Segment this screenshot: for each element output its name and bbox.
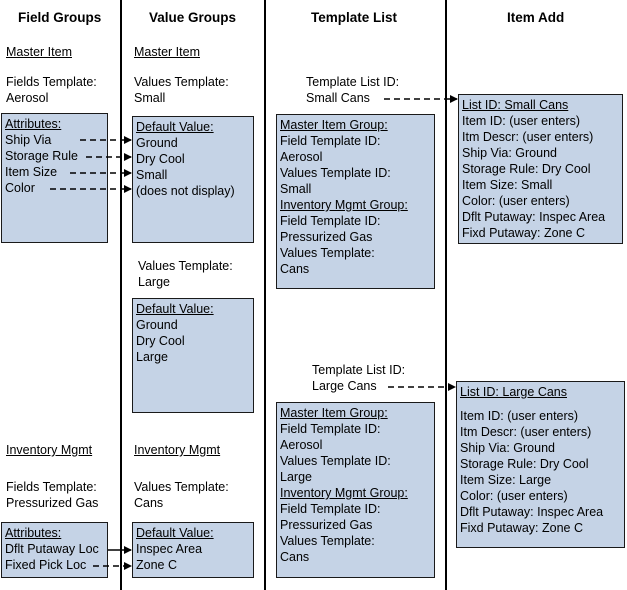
attribute-dflt-putaway-loc: Dflt Putaway Loc bbox=[5, 542, 99, 556]
column-divider-1 bbox=[120, 0, 122, 590]
inventory-field-template-label: Fields Template: bbox=[6, 480, 97, 494]
small-item-fixd-putaway: Fixd Putaway: Zone C bbox=[462, 226, 585, 240]
large-template-list-id-value: Large Cans bbox=[312, 379, 377, 393]
small-item-list-id: List ID: Small Cans bbox=[462, 98, 569, 112]
large-default-ship-via: Ground bbox=[136, 318, 178, 332]
small-defaults-box: Default Value: Ground Dry Cool Small (do… bbox=[132, 116, 254, 243]
attribute-storage-rule: Storage Rule bbox=[5, 149, 78, 163]
small-inv-field-template-id-label: Field Template ID: bbox=[280, 214, 381, 228]
header-value-groups: Value Groups bbox=[149, 10, 237, 25]
small-item-ship-via: Ship Via: Ground bbox=[462, 146, 557, 160]
values-template-cans-value: Cans bbox=[134, 496, 164, 510]
large-template-list-box: Master Item Group: Field Template ID: Ae… bbox=[276, 402, 435, 578]
attribute-color: Color bbox=[5, 181, 35, 195]
cans-default-putaway: Inspec Area bbox=[136, 542, 203, 556]
small-item-size: Item Size: Small bbox=[462, 178, 553, 192]
column-divider-3 bbox=[445, 0, 447, 590]
values-template-small-label: Values Template: bbox=[134, 75, 229, 89]
small-default-color: (does not display) bbox=[136, 184, 235, 198]
small-item-color: Color: (user enters) bbox=[462, 194, 570, 208]
values-template-large-label: Values Template: bbox=[138, 259, 233, 273]
small-values-template-id-value: Small bbox=[280, 182, 312, 196]
large-item-size: Item Size: Large bbox=[460, 473, 552, 487]
large-field-template-id-value: Aerosol bbox=[280, 438, 323, 452]
values-template-large-value: Large bbox=[138, 275, 170, 289]
small-values-template-id-label: Values Template ID: bbox=[280, 166, 391, 180]
field-template-value: Aerosol bbox=[6, 91, 49, 105]
small-template-list-id-value: Small Cans bbox=[306, 91, 370, 105]
field-group-master-title: Master Item bbox=[6, 45, 72, 59]
small-item-descr: Itm Descr: (user enters) bbox=[462, 130, 594, 144]
large-inv-values-template-label: Values Template: bbox=[280, 534, 375, 548]
large-inv-field-template-id-label: Field Template ID: bbox=[280, 502, 381, 516]
master-attributes-box: Attributes: Ship Via Storage Rule Item S… bbox=[1, 113, 108, 243]
large-item-storage-rule: Storage Rule: Dry Cool bbox=[460, 457, 589, 471]
values-template-cans-label: Values Template: bbox=[134, 480, 229, 494]
large-default-storage-rule: Dry Cool bbox=[136, 334, 185, 348]
inventory-attributes-heading: Attributes: bbox=[5, 526, 62, 540]
large-item-ship-via: Ship Via: Ground bbox=[460, 441, 555, 455]
large-item-id: Item ID: (user enters) bbox=[460, 409, 579, 423]
small-field-template-id-label: Field Template ID: bbox=[280, 134, 381, 148]
cans-default-pick: Zone C bbox=[136, 558, 177, 572]
small-item-storage-rule: Storage Rule: Dry Cool bbox=[462, 162, 591, 176]
large-values-template-id-value: Large bbox=[280, 470, 312, 484]
header-item-add: Item Add bbox=[507, 10, 565, 25]
small-default-heading: Default Value: bbox=[136, 120, 214, 134]
large-item-list-id: List ID: Large Cans bbox=[460, 385, 567, 399]
large-item-color: Color: (user enters) bbox=[460, 489, 568, 503]
attribute-fixed-pick-loc: Fixed Pick Loc bbox=[5, 558, 87, 572]
header-template-list: Template List bbox=[311, 10, 398, 25]
inventory-field-template-value: Pressurized Gas bbox=[6, 496, 99, 510]
large-field-template-id-label: Field Template ID: bbox=[280, 422, 381, 436]
small-field-template-id-value: Aerosol bbox=[280, 150, 323, 164]
small-master-group-heading: Master Item Group: bbox=[280, 118, 388, 132]
values-template-small-value: Small bbox=[134, 91, 166, 105]
value-group-master-title: Master Item bbox=[134, 45, 200, 59]
large-master-group-heading: Master Item Group: bbox=[280, 406, 388, 420]
small-template-list-box: Master Item Group: Field Template ID: Ae… bbox=[276, 114, 435, 289]
small-item-add-box: List ID: Small Cans Item ID: (user enter… bbox=[458, 94, 623, 244]
inventory-attributes-box: Attributes: Dflt Putaway Loc Fixed Pick … bbox=[1, 522, 108, 578]
large-item-dflt-putaway: Dflt Putaway: Inspec Area bbox=[460, 505, 604, 519]
field-group-inventory-title: Inventory Mgmt bbox=[6, 443, 93, 457]
small-inv-values-template-label: Values Template: bbox=[280, 246, 375, 260]
large-default-item-size: Large bbox=[136, 350, 168, 364]
attributes-heading: Attributes: bbox=[5, 117, 62, 131]
small-inv-field-template-id-value: Pressurized Gas bbox=[280, 230, 373, 244]
header-field-groups: Field Groups bbox=[18, 10, 102, 25]
small-inventory-group-heading: Inventory Mgmt Group: bbox=[280, 198, 408, 212]
large-defaults-box: Default Value: Ground Dry Cool Large bbox=[132, 298, 254, 413]
large-item-spacer bbox=[460, 400, 621, 408]
large-template-list-id-label: Template List ID: bbox=[312, 363, 406, 377]
large-item-descr: Itm Descr: (user enters) bbox=[460, 425, 592, 439]
cans-defaults-box: Default Value: Inspec Area Zone C bbox=[132, 522, 254, 578]
large-values-template-id-label: Values Template ID: bbox=[280, 454, 391, 468]
large-inventory-group-heading: Inventory Mgmt Group: bbox=[280, 486, 408, 500]
small-default-storage-rule: Dry Cool bbox=[136, 152, 185, 166]
large-inv-field-template-id-value: Pressurized Gas bbox=[280, 518, 373, 532]
small-default-ship-via: Ground bbox=[136, 136, 178, 150]
large-default-heading: Default Value: bbox=[136, 302, 214, 316]
small-item-dflt-putaway: Dflt Putaway: Inspec Area bbox=[462, 210, 606, 224]
value-group-inventory-title: Inventory Mgmt bbox=[134, 443, 221, 457]
small-template-list-id-label: Template List ID: bbox=[306, 75, 400, 89]
large-item-fixd-putaway: Fixd Putaway: Zone C bbox=[460, 521, 583, 535]
large-item-add-box: List ID: Large Cans Item ID: (user enter… bbox=[456, 381, 625, 548]
small-default-item-size: Small bbox=[136, 168, 168, 182]
attribute-item-size: Item Size bbox=[5, 165, 58, 179]
large-inv-values-template-value: Cans bbox=[280, 550, 310, 564]
field-template-label: Fields Template: bbox=[6, 75, 97, 89]
attribute-ship-via: Ship Via bbox=[5, 133, 52, 147]
small-inv-values-template-value: Cans bbox=[280, 262, 310, 276]
small-item-id: Item ID: (user enters) bbox=[462, 114, 581, 128]
column-divider-2 bbox=[264, 0, 266, 590]
cans-default-heading: Default Value: bbox=[136, 526, 214, 540]
